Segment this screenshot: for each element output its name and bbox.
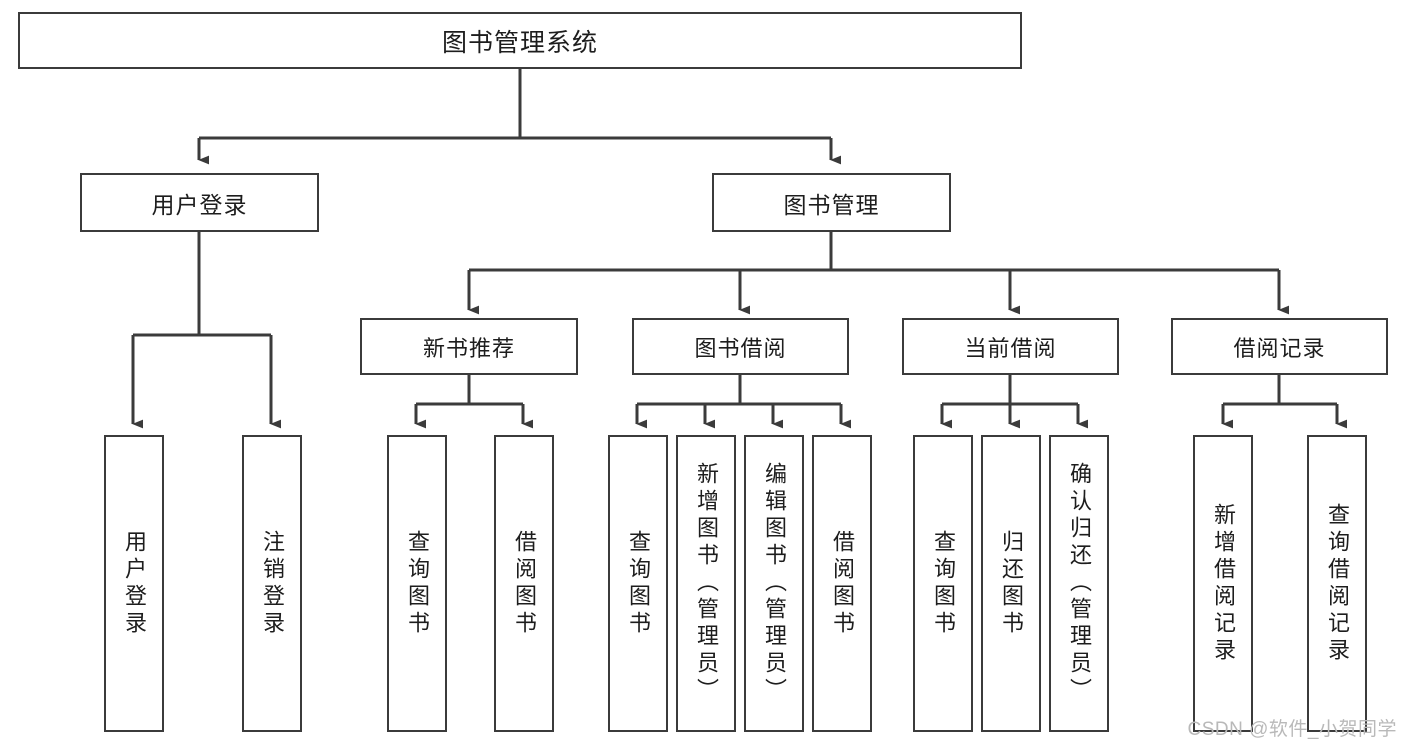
leaf-user-login[interactable]: 用户登录 <box>104 435 164 732</box>
leaf-edit-book[interactable]: 编辑图书（管理员） <box>744 435 804 732</box>
leaf-label: 查询图书 <box>405 529 430 638</box>
watermark: CSDN @软件_小贺同学 <box>1187 719 1397 740</box>
leaf-borrow-book-1[interactable]: 借阅图书 <box>494 435 554 732</box>
leaf-label: 借阅图书 <box>830 529 855 638</box>
leaf-query-book-2[interactable]: 查询图书 <box>608 435 668 732</box>
node-label: 图书管理系统 <box>441 28 598 57</box>
node-borrow-record[interactable]: 借阅记录 <box>1171 318 1388 375</box>
leaf-add-record[interactable]: 新增借阅记录 <box>1193 435 1253 732</box>
node-label: 图书管理 <box>783 191 880 218</box>
leaf-label: 查询图书 <box>931 529 956 638</box>
leaf-query-book-1[interactable]: 查询图书 <box>387 435 447 732</box>
node-book-management-system[interactable]: 图书管理系统 <box>18 12 1022 69</box>
leaf-confirm-return[interactable]: 确认归还（管理员） <box>1049 435 1109 732</box>
leaf-label: 查询图书 <box>626 529 651 638</box>
leaf-query-book-3[interactable]: 查询图书 <box>913 435 973 732</box>
node-new-book-recommend[interactable]: 新书推荐 <box>360 318 578 375</box>
node-current-borrow[interactable]: 当前借阅 <box>902 318 1119 375</box>
leaf-label: 用户登录 <box>122 529 147 638</box>
leaf-label: 新增借阅记录 <box>1211 502 1236 665</box>
leaf-logout[interactable]: 注销登录 <box>242 435 302 732</box>
leaf-label: 归还图书 <box>999 529 1024 638</box>
leaf-label: 注销登录 <box>260 529 285 638</box>
node-label: 图书借阅 <box>694 335 787 361</box>
leaf-label: 借阅图书 <box>512 529 537 638</box>
leaf-label: 编辑图书（管理员） <box>762 462 787 705</box>
node-label: 借阅记录 <box>1233 335 1326 361</box>
node-user-login[interactable]: 用户登录 <box>80 173 319 232</box>
leaf-return-book[interactable]: 归还图书 <box>981 435 1041 732</box>
node-label: 当前借阅 <box>964 335 1057 361</box>
node-label: 用户登录 <box>151 191 248 218</box>
leaf-borrow-book-2[interactable]: 借阅图书 <box>812 435 872 732</box>
node-label: 新书推荐 <box>422 335 515 361</box>
node-book-borrow[interactable]: 图书借阅 <box>632 318 849 375</box>
leaf-label: 查询借阅记录 <box>1325 502 1350 665</box>
leaf-label: 确认归还（管理员） <box>1067 462 1092 705</box>
leaf-add-book[interactable]: 新增图书（管理员） <box>676 435 736 732</box>
node-book-manage[interactable]: 图书管理 <box>712 173 951 232</box>
leaf-query-record[interactable]: 查询借阅记录 <box>1307 435 1367 732</box>
leaf-label: 新增图书（管理员） <box>694 462 719 705</box>
